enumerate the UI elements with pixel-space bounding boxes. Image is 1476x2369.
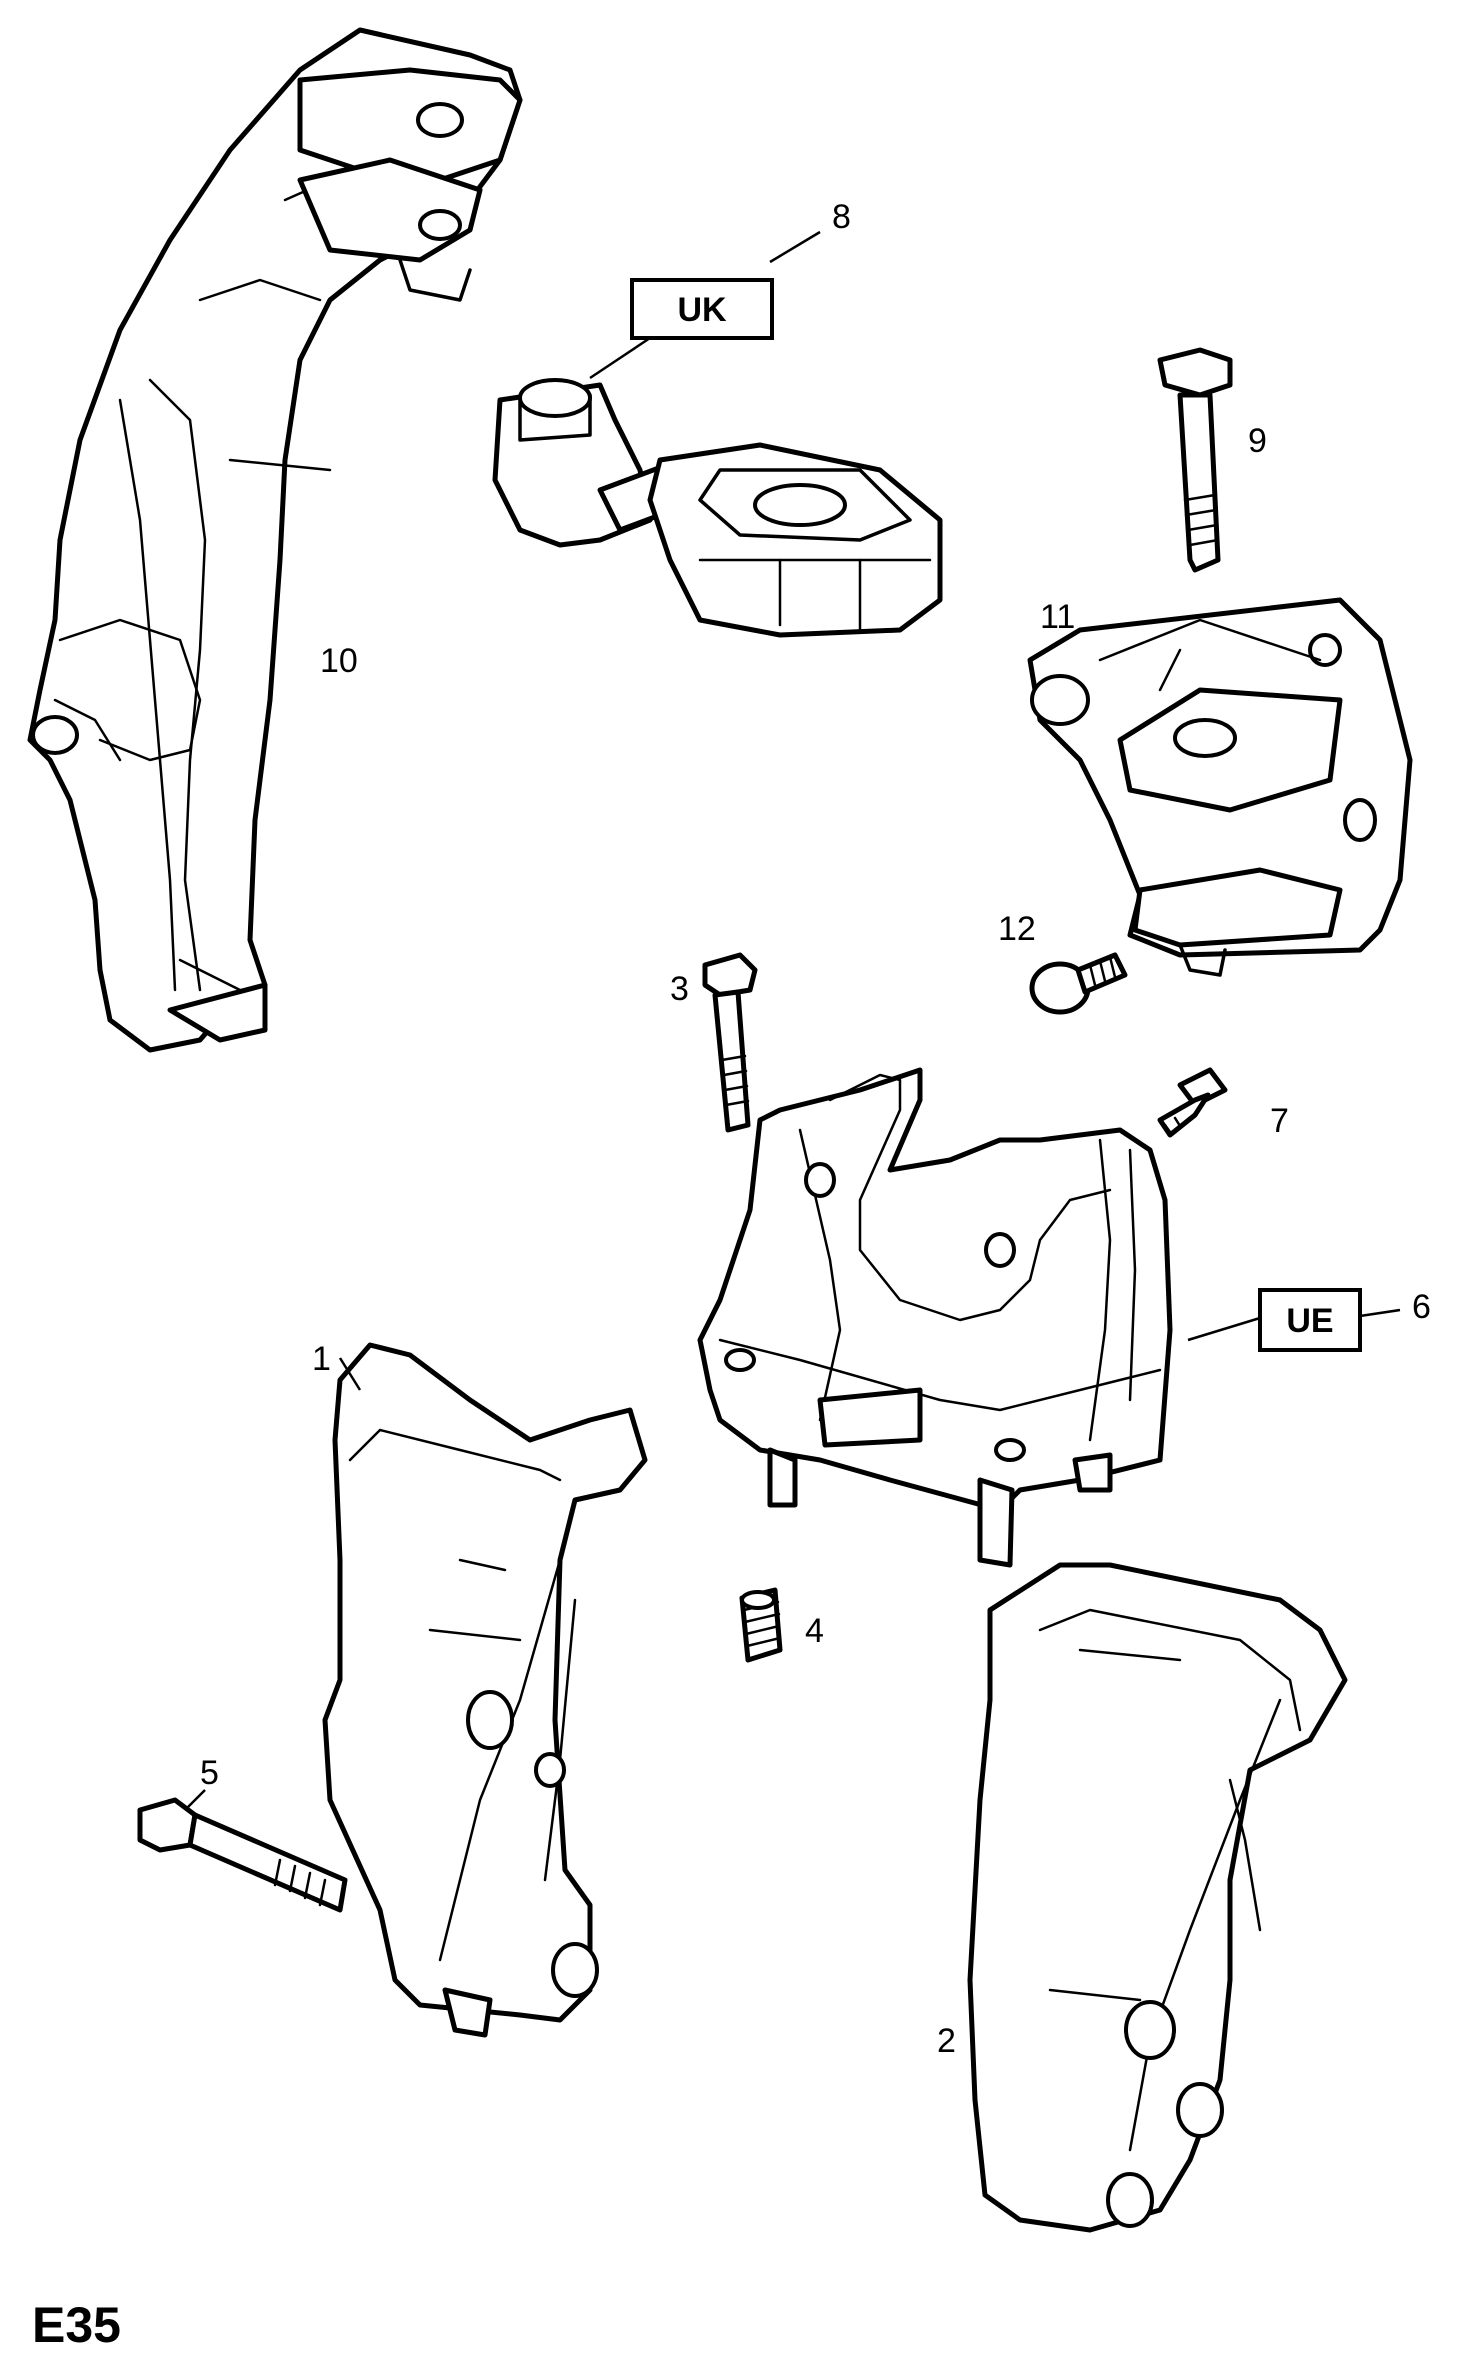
part-5-bolt — [137, 1797, 348, 1913]
callout-4: 4 — [805, 1612, 824, 1650]
part-7-bolt — [1157, 1067, 1228, 1138]
callout-2: 2 — [937, 2022, 956, 2060]
part-11-bracket — [1027, 597, 1413, 977]
part-2-bracket — [967, 1562, 1348, 2233]
uk-tag-label: UK — [677, 291, 727, 329]
ue-tag-label: UE — [1286, 1302, 1333, 1340]
callout-8: 8 — [832, 198, 851, 236]
callout-11: 11 — [1040, 598, 1075, 636]
part-10-bracket — [27, 27, 523, 1053]
part-4-spring — [739, 1587, 783, 1663]
callout-5: 5 — [200, 1754, 219, 1792]
part-9-bolt — [1157, 347, 1233, 573]
diagram-id: E35 — [32, 2297, 121, 2353]
part-12-bolt — [1029, 952, 1128, 1015]
leader-lines — [184, 230, 1401, 1811]
callout-12: 12 — [998, 910, 1036, 948]
callout-7: 7 — [1270, 1102, 1289, 1140]
part-8-torque-mount — [492, 378, 943, 638]
part-6-engine-mount — [697, 1067, 1173, 1568]
part-1-bracket — [322, 1342, 648, 2038]
ue-variant-tag: UE — [1258, 1288, 1362, 1352]
callout-3: 3 — [670, 970, 689, 1008]
callout-9: 9 — [1248, 422, 1267, 460]
callout-10: 10 — [320, 642, 358, 680]
part-3-bolt — [702, 952, 758, 1133]
uk-variant-tag: UK — [630, 278, 774, 340]
callout-6: 6 — [1412, 1288, 1431, 1326]
callout-1: 1 — [312, 1340, 331, 1378]
